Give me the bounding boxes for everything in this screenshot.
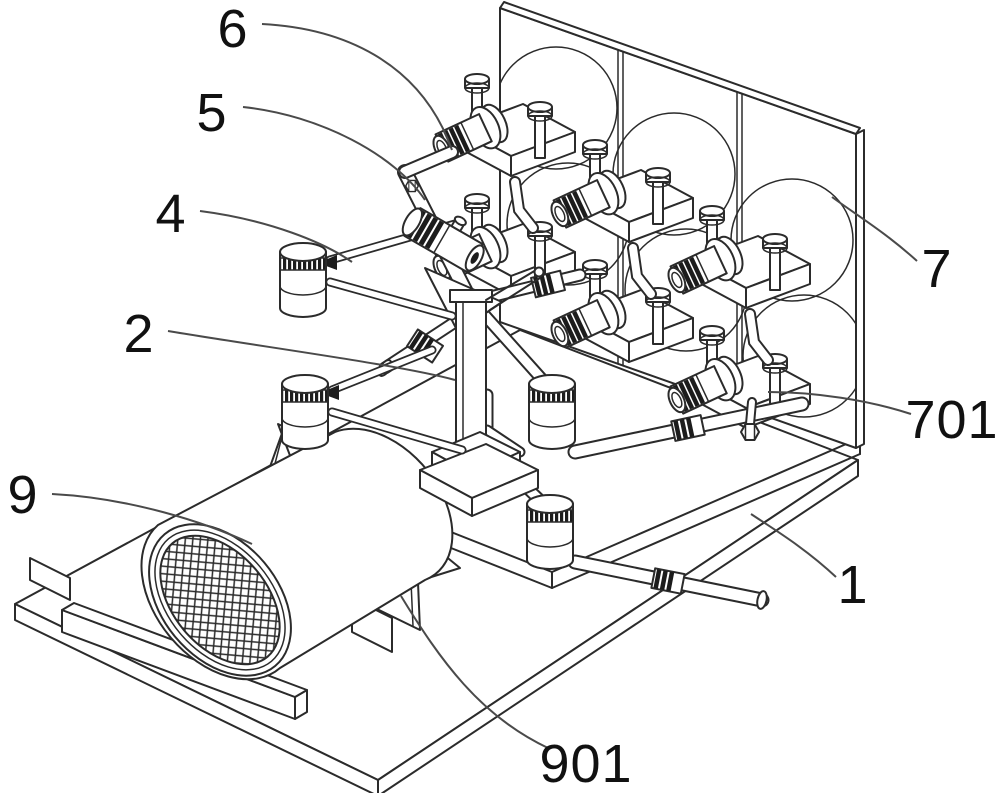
leader-5: [242, 106, 426, 201]
leader-9: [51, 493, 253, 545]
flow-arrow: [320, 385, 339, 400]
canister: [279, 242, 327, 318]
leader-4: [199, 210, 353, 263]
leader-7: [831, 196, 918, 262]
leader-1: [750, 513, 837, 578]
connector-pipes: [509, 176, 774, 366]
part-label-901: 901: [539, 734, 633, 793]
swing-arms: [318, 219, 467, 455]
leader-lines: [51, 23, 918, 749]
leader-6: [261, 23, 453, 151]
part-label-9: 9: [7, 465, 39, 525]
canister: [526, 494, 574, 570]
central-column: [419, 266, 545, 517]
mesh-screen: [159, 534, 281, 666]
leader-701: [767, 391, 912, 415]
leader-901: [400, 595, 549, 749]
part-label-6: 6: [217, 0, 249, 59]
part-label-1: 1: [837, 555, 869, 615]
drum-bracket: [29, 557, 71, 601]
part-label-2: 2: [123, 304, 155, 364]
flow-arrow: [318, 255, 337, 270]
part-label-5: 5: [196, 83, 228, 143]
filter-drum: [140, 427, 454, 681]
canister: [281, 374, 329, 450]
part-label-7: 7: [921, 239, 953, 299]
part-label-701: 701: [905, 390, 999, 450]
leader-2: [167, 330, 456, 381]
part-label-4: 4: [155, 184, 187, 244]
distribution-pipes: [567, 396, 810, 610]
canister: [528, 374, 576, 450]
